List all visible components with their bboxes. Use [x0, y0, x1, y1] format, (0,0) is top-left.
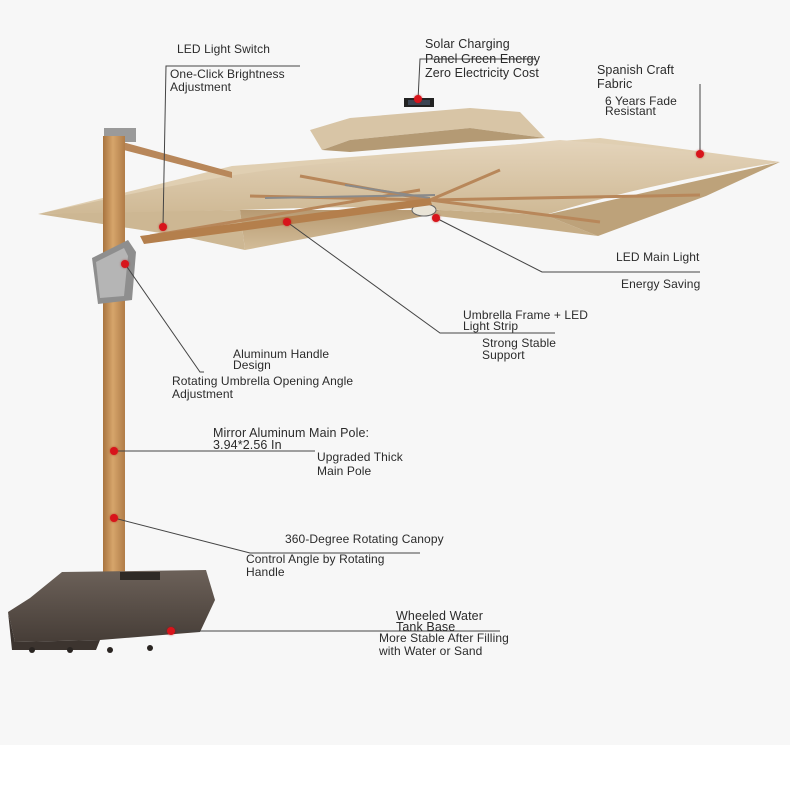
leader-lines [113, 58, 701, 632]
rotate-line-2: Control Angle by Rotating [246, 552, 385, 566]
canopy-top [38, 138, 780, 214]
frame-line-2: Light Strip [463, 319, 519, 333]
marker-base [167, 627, 175, 635]
marker-pole [110, 447, 118, 455]
pole-line-3: Upgraded Thick [317, 450, 403, 464]
base-line-2: Tank Base [396, 620, 456, 634]
rotate-line-3: Handle [246, 565, 285, 579]
base-line-1: Wheeled Water [396, 609, 483, 623]
marker-frame [283, 218, 291, 226]
marker-led-switch [159, 223, 167, 231]
solar-line-3: Zero Electricity Cost [425, 66, 539, 80]
fabric-line-1: Spanish Craft [597, 63, 675, 77]
handle-line-2: Design [233, 358, 271, 372]
marker-led-main [432, 214, 440, 222]
solar-line-2: Panel Green Energy [425, 52, 541, 66]
base-line-3: More Stable After Filling [379, 631, 509, 645]
umbrella-arm [108, 138, 232, 178]
canopy-vent [310, 108, 545, 150]
frame-line-4: Support [482, 348, 525, 362]
product-diagram-stage: LED Light Switch One-Click Brightness Ad… [8, 37, 780, 658]
handle-line-1: Aluminum Handle [233, 347, 330, 361]
main-pole [103, 136, 125, 592]
rotate-line-1: 360-Degree Rotating Canopy [285, 532, 444, 546]
frame-line-1: Umbrella Frame + LED [463, 308, 589, 322]
led-main-subtitle: Energy Saving [621, 277, 701, 291]
fabric-line-4: Resistant [605, 104, 656, 118]
marker-rotate [110, 514, 118, 522]
led-switch-desc-2: Adjustment [170, 80, 232, 94]
pole-line-4: Main Pole [317, 464, 372, 478]
fabric-line-3: 6 Years Fade [605, 94, 677, 108]
handle-line-4: Adjustment [172, 387, 234, 401]
handle-line-3: Rotating Umbrella Opening Angle [172, 374, 354, 388]
bottom-white-band [0, 745, 790, 787]
fabric-line-2: Fabric [597, 77, 633, 91]
umbrella-illustration [8, 58, 780, 653]
pole-line-1: Mirror Aluminum Main Pole: [213, 426, 370, 440]
solar-line-1: Solar Charging [425, 37, 510, 51]
led-switch-title: LED Light Switch [177, 42, 270, 56]
marker-fabric [696, 150, 704, 158]
led-switch-desc-1: One-Click Brightness [170, 67, 285, 81]
marker-handle [121, 260, 129, 268]
frame-line-3: Strong Stable [482, 336, 557, 350]
pole-line-2: 3.94*2.56 In [213, 438, 282, 452]
water-tank-base [8, 570, 215, 642]
canopy-underside [38, 210, 245, 250]
marker-solar [414, 95, 422, 103]
base-line-4: with Water or Sand [379, 644, 483, 658]
led-main-title: LED Main Light [616, 250, 700, 264]
